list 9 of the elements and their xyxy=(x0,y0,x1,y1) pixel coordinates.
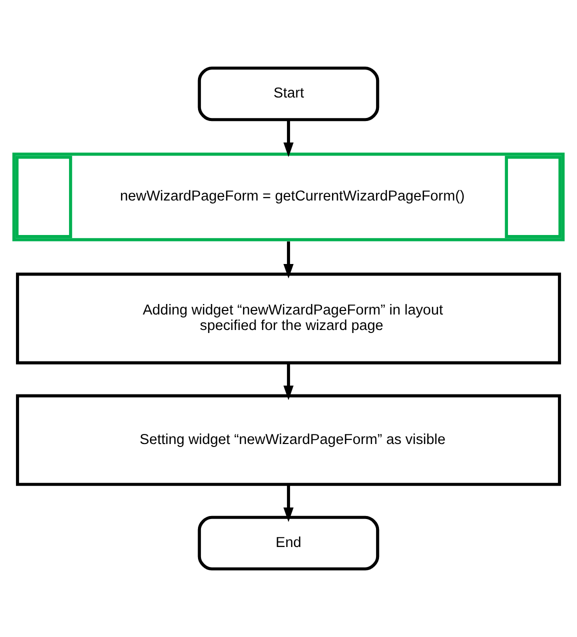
arrow xyxy=(283,363,294,400)
node-box: Start xyxy=(198,66,380,122)
arrow xyxy=(283,484,294,522)
node-box: Adding widget “newWizardPageForm” in layout specified for the wizard page xyxy=(16,272,562,364)
node-box: newWizardPageForm = getCurrentWizardPageForm() xyxy=(12,152,565,242)
node-box: Setting widget “newWizardPageForm” as visible xyxy=(16,394,562,486)
arrow xyxy=(283,120,294,158)
node-box: End xyxy=(198,516,380,570)
arrow xyxy=(283,241,294,278)
